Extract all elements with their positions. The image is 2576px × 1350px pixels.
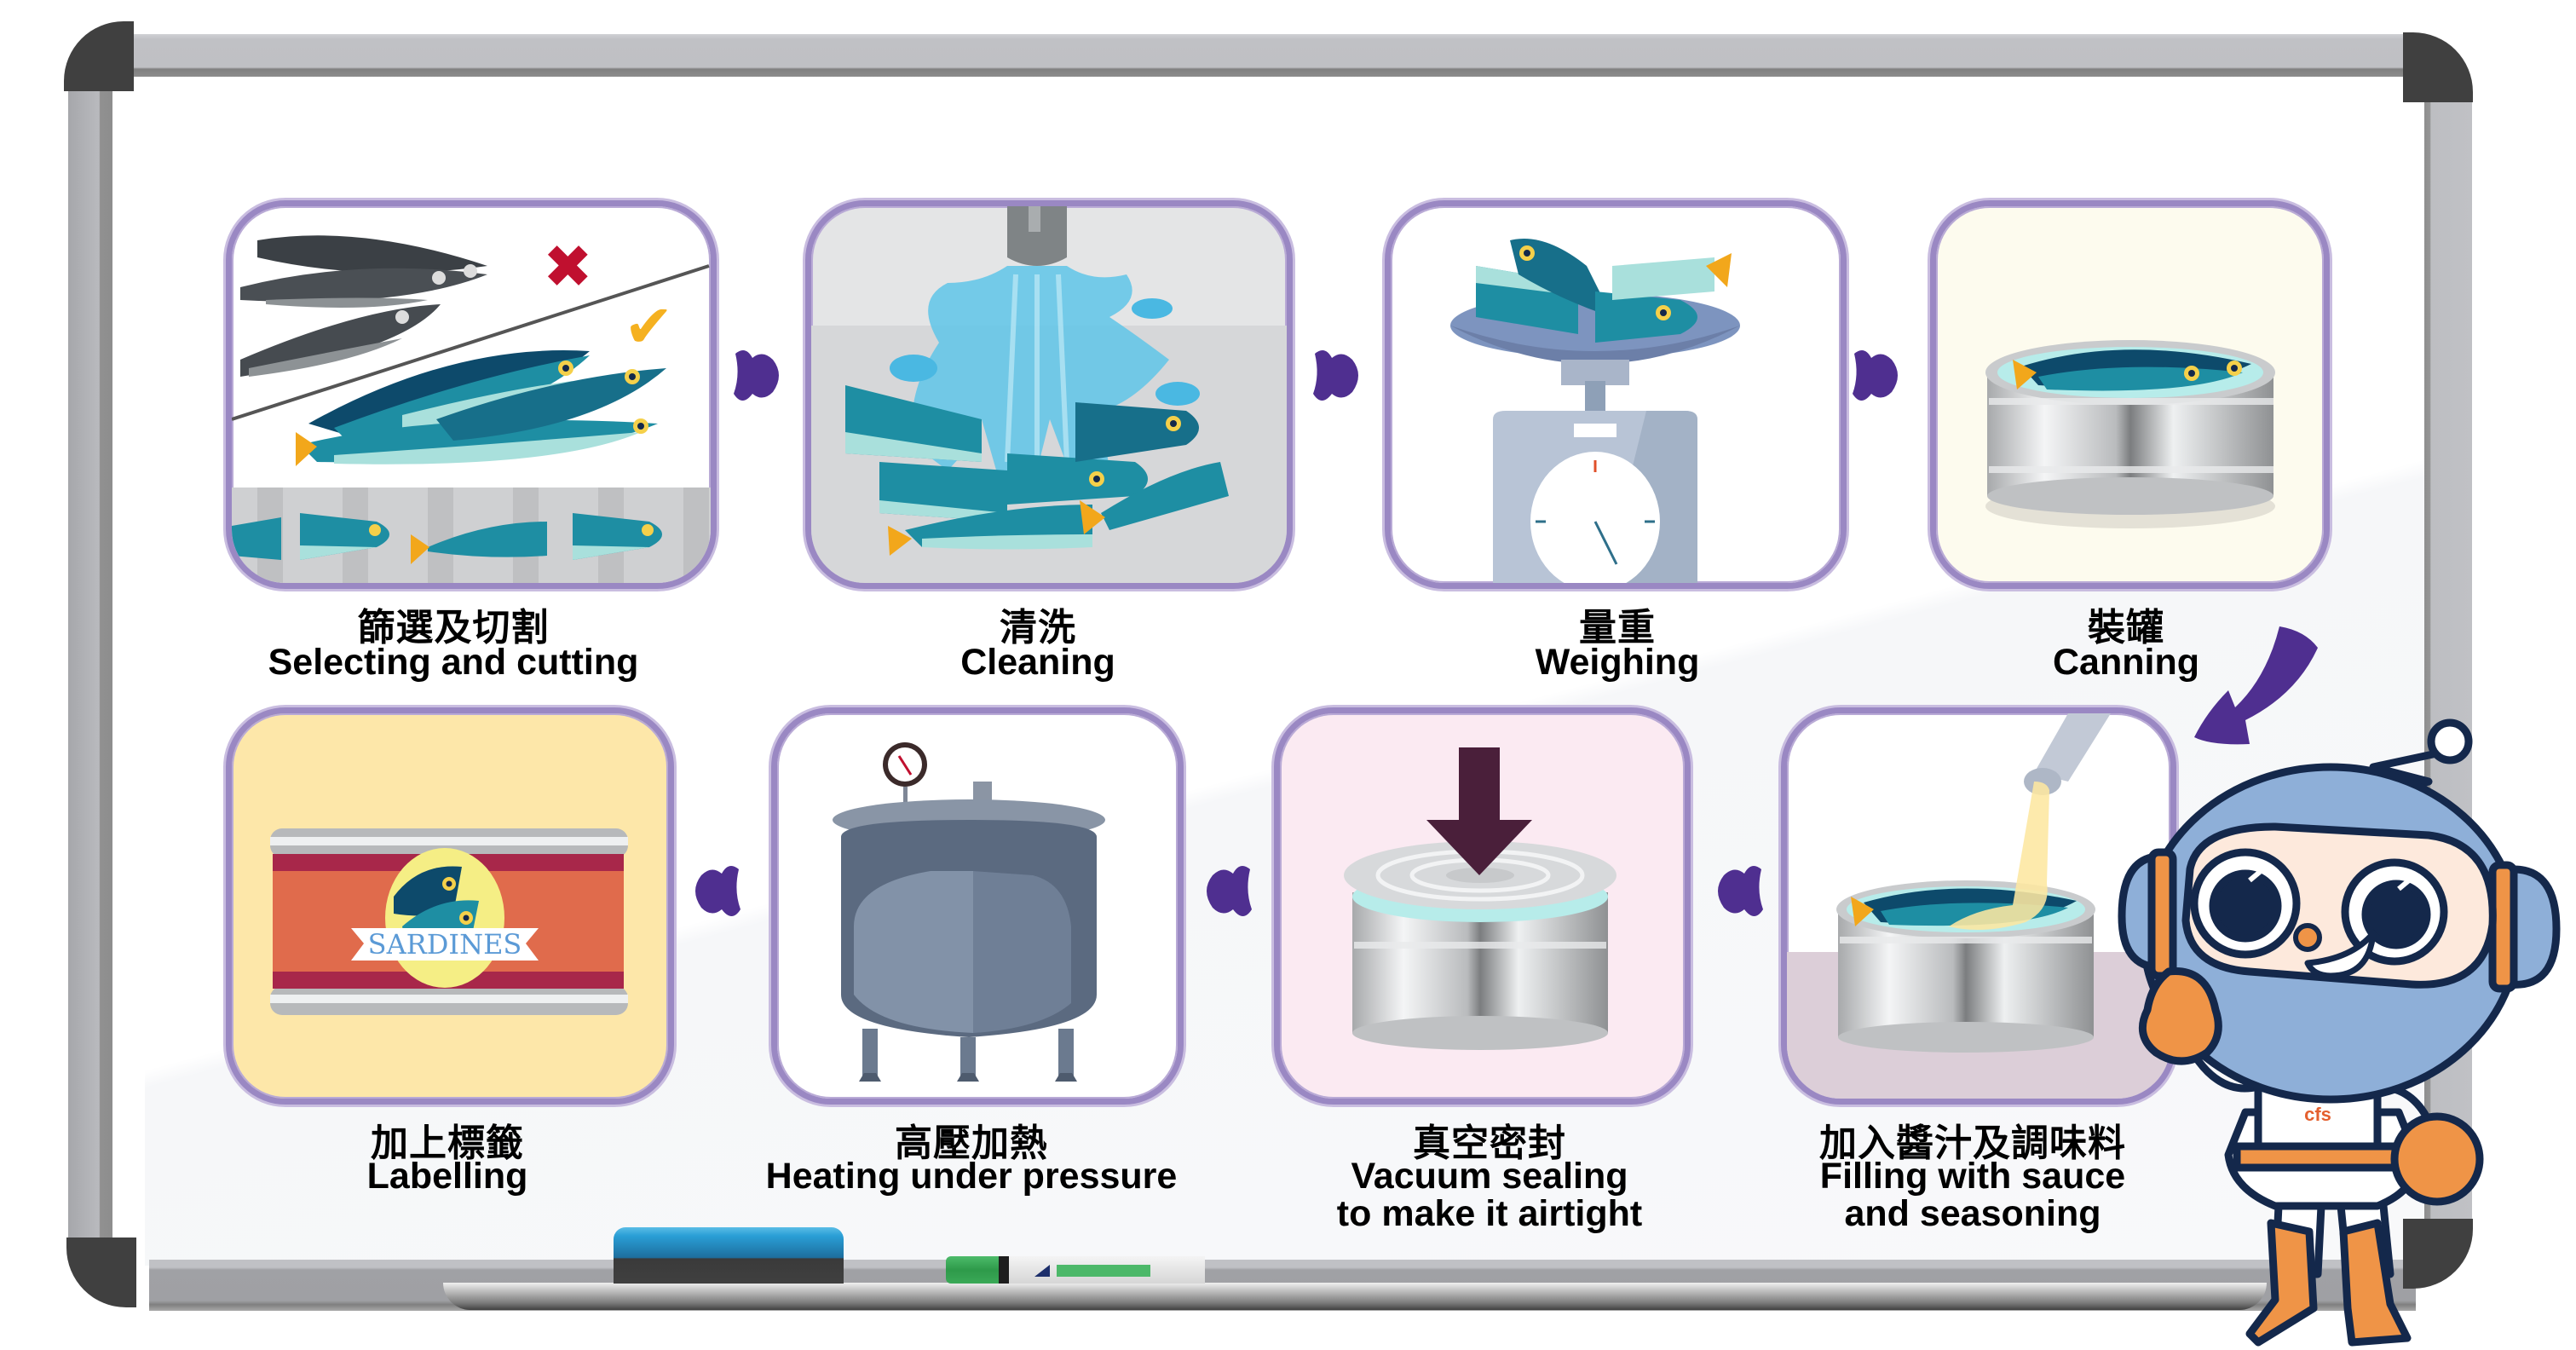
step-1-label-en: Selecting and cutting [268, 642, 639, 683]
mascot-badge: cfs [2304, 1104, 2331, 1125]
step-6-panel [1274, 707, 1691, 1105]
fish-pile [845, 385, 1229, 556]
step-1-panel: ✖ ✔ [226, 200, 717, 589]
step-4-label-zh: 裝罐 [2088, 606, 2164, 649]
open-can-icon [1985, 340, 2275, 528]
step-3-panel [1385, 200, 1847, 589]
marker-logo-icon [1034, 1265, 1050, 1277]
mascot-right-hand [2390, 1112, 2484, 1206]
rejected-fish [240, 235, 487, 377]
mascot-left-eye [2209, 869, 2282, 943]
divider-line [232, 264, 710, 421]
frame-top-bar [107, 34, 2407, 77]
marker-tray [443, 1283, 2267, 1310]
mascot-smile [2304, 930, 2377, 979]
arrow-left-icon [1207, 866, 1252, 916]
scale-needle [1593, 521, 1618, 565]
step-6-label-en: Vacuum sealing to make it airtight [1336, 1156, 1643, 1234]
step-5-label-en: Filling with sauce and seasoning [1819, 1156, 2126, 1234]
reject-x-icon: ✖ [543, 234, 593, 300]
curved-arrow-down-left-icon [2194, 626, 2318, 745]
frame-corner-top-left [64, 21, 134, 91]
green-marker[interactable] [946, 1256, 1219, 1284]
antenna-icon [2427, 718, 2473, 764]
mascot-nose [2293, 923, 2322, 952]
arrow-right-icon [1853, 350, 1898, 401]
accept-check-icon: ✔ [624, 293, 674, 360]
sauce-pour-icon [1787, 713, 2170, 1099]
mascot-belt [2233, 1142, 2412, 1172]
arrow-left-icon [1718, 866, 1763, 916]
step-6-label-zh: 真空密封 [1413, 1122, 1566, 1165]
step-2-panel [805, 200, 1293, 589]
label-banner [351, 928, 539, 961]
pressure-tank-icon [833, 742, 1105, 1082]
frame-corner-top-right [2403, 32, 2473, 102]
sardines-label-text: SARDINES [368, 928, 522, 961]
astronaut-mascot: cfs [2118, 718, 2561, 1347]
accepted-fish [296, 350, 666, 466]
step-2-label-zh: 清洗 [1000, 606, 1076, 649]
frame-left-bar [68, 89, 112, 1240]
step-7-label-zh: 高壓加熱 [895, 1122, 1048, 1165]
marker-stripe [1057, 1265, 1150, 1277]
marker-band [999, 1256, 1009, 1284]
step-4-panel [1930, 200, 2330, 589]
right-boot [2339, 1219, 2412, 1347]
sealed-can-icon [1344, 747, 1616, 1050]
pressure-gauge-needle [897, 755, 913, 776]
arrow-right-icon [734, 350, 779, 401]
scale-dial [1530, 452, 1660, 583]
step-5-label-zh: 加入醬汁及調味料 [1819, 1122, 2126, 1165]
step-4-label-en: Canning [2053, 642, 2199, 683]
frame-corner-bottom-left [66, 1238, 136, 1307]
press-down-arrow-icon [1426, 747, 1532, 875]
arrow-left-icon [695, 866, 741, 916]
water-tap-icon [811, 206, 1287, 583]
step-7-label-en: Heating under pressure [765, 1156, 1178, 1197]
mascot-pointing-hand [2138, 967, 2222, 1065]
step-3-label-zh: 量重 [1579, 606, 1656, 649]
step-8-panel: SARDINES [226, 707, 674, 1105]
cut-fish-strip [232, 488, 711, 583]
left-boot [2245, 1219, 2318, 1347]
mascot-right-eye [2361, 880, 2431, 949]
fish-selection-icon: ✖ ✔ [232, 234, 711, 583]
whiteboard-eraser[interactable] [614, 1227, 844, 1284]
step-7-panel [771, 707, 1184, 1105]
arrow-right-icon [1313, 350, 1358, 401]
step-2-label-en: Cleaning [960, 642, 1115, 683]
labelled-can-icon: SARDINES [270, 828, 628, 1015]
step-1-label-zh: 篩選及切割 [357, 606, 550, 649]
step-8-label-en: Labelling [366, 1156, 528, 1197]
step-3-label-en: Weighing [1535, 642, 1700, 683]
marker-cap [946, 1256, 999, 1284]
step-8-label-zh: 加上標籤 [371, 1122, 524, 1165]
weighing-scale-icon [1450, 239, 1740, 583]
fish-on-scale [1476, 239, 1732, 343]
